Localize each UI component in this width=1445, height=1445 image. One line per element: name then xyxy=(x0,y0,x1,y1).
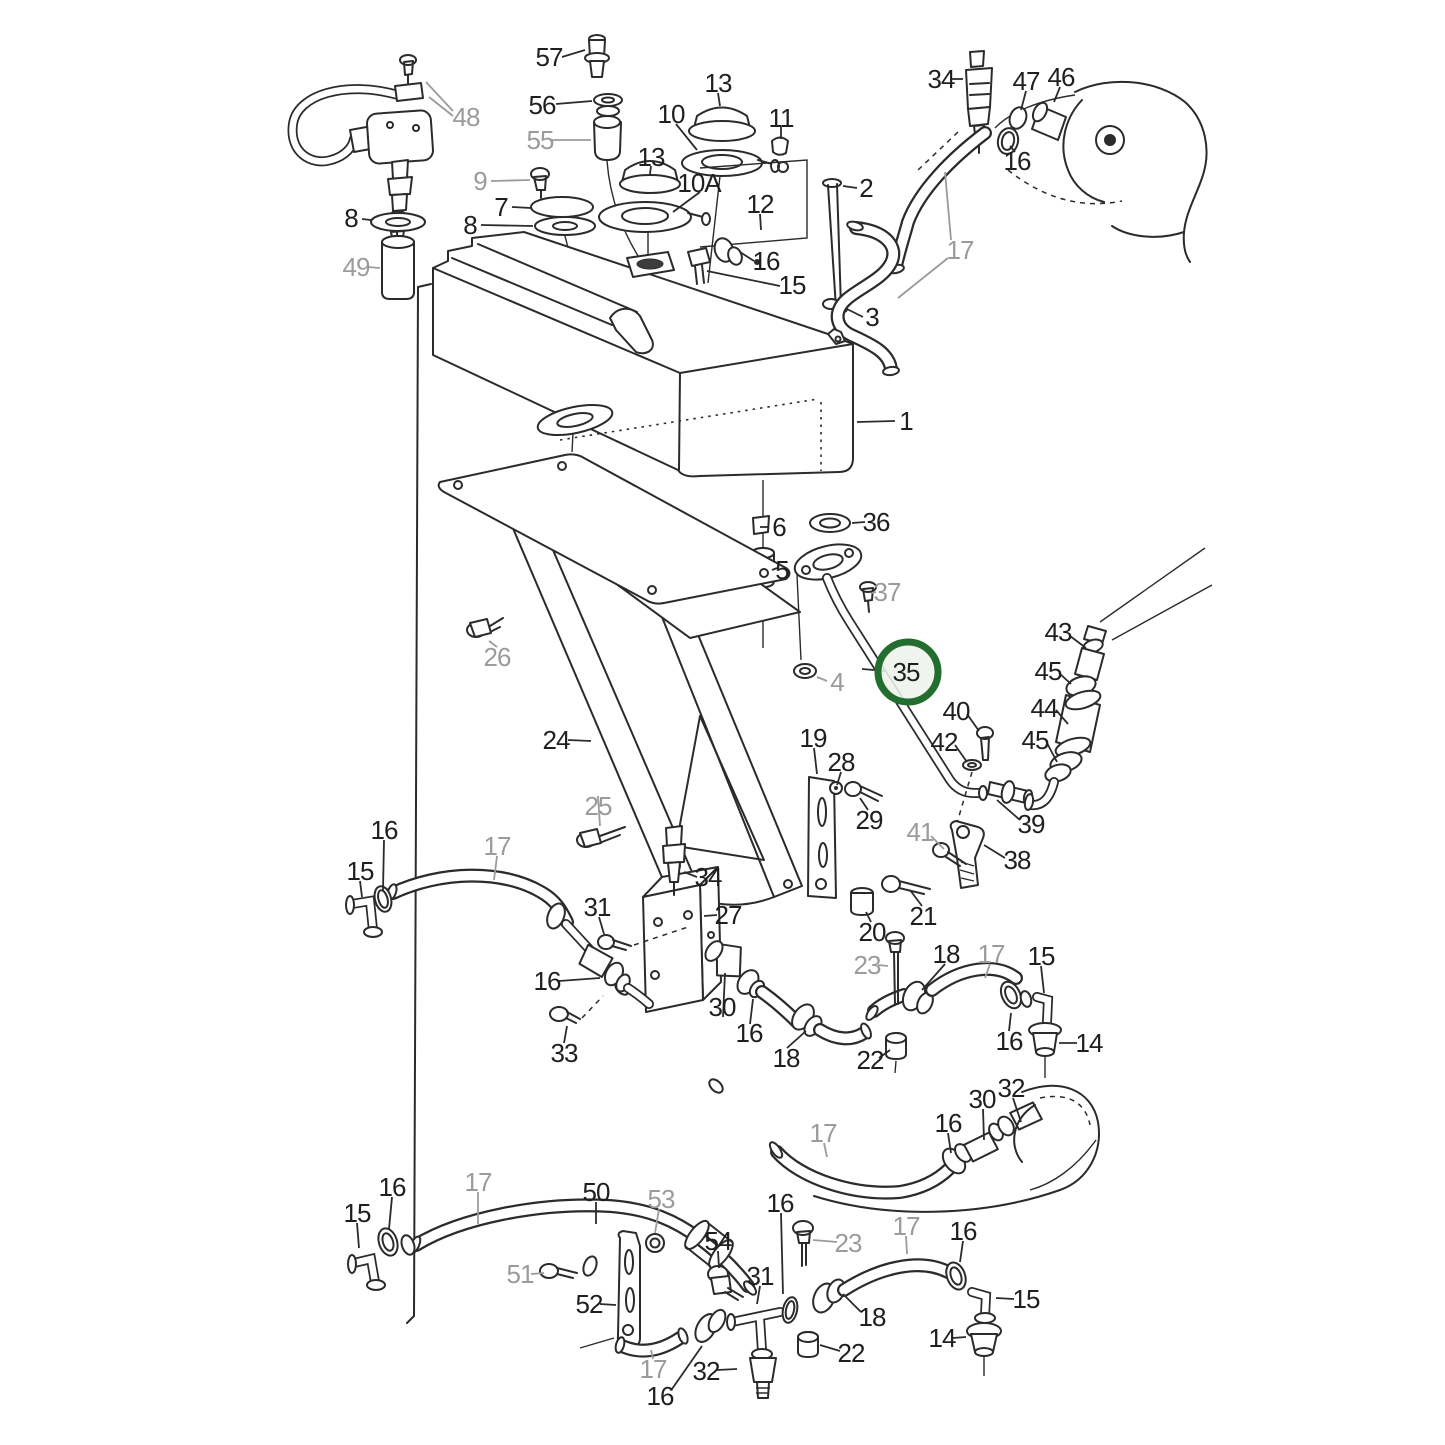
middle-hose-row xyxy=(865,931,1062,1078)
leader-lines xyxy=(356,49,1087,1390)
vent-fitting-stack xyxy=(584,34,641,260)
block-outlet-fittings xyxy=(704,940,872,1046)
mounting-bracket-24 xyxy=(437,453,803,906)
lower-hose-to-engine xyxy=(768,1084,1100,1213)
filler-caps xyxy=(529,106,848,406)
engine-housing-top-right xyxy=(830,50,1208,377)
support-brackets-19-38 xyxy=(807,726,994,916)
panel-edge-line xyxy=(406,283,432,1324)
highlight-ring-part-35 xyxy=(874,638,942,706)
bottom-hose-run xyxy=(347,1198,1002,1399)
oil-tank xyxy=(432,231,854,478)
left-hose-run xyxy=(345,868,654,1009)
check-valve-assembly xyxy=(1023,547,1213,811)
leader-lines-gray xyxy=(366,81,991,1360)
sender-filter-assembly xyxy=(287,54,434,300)
valve-block-27 xyxy=(549,825,724,1094)
